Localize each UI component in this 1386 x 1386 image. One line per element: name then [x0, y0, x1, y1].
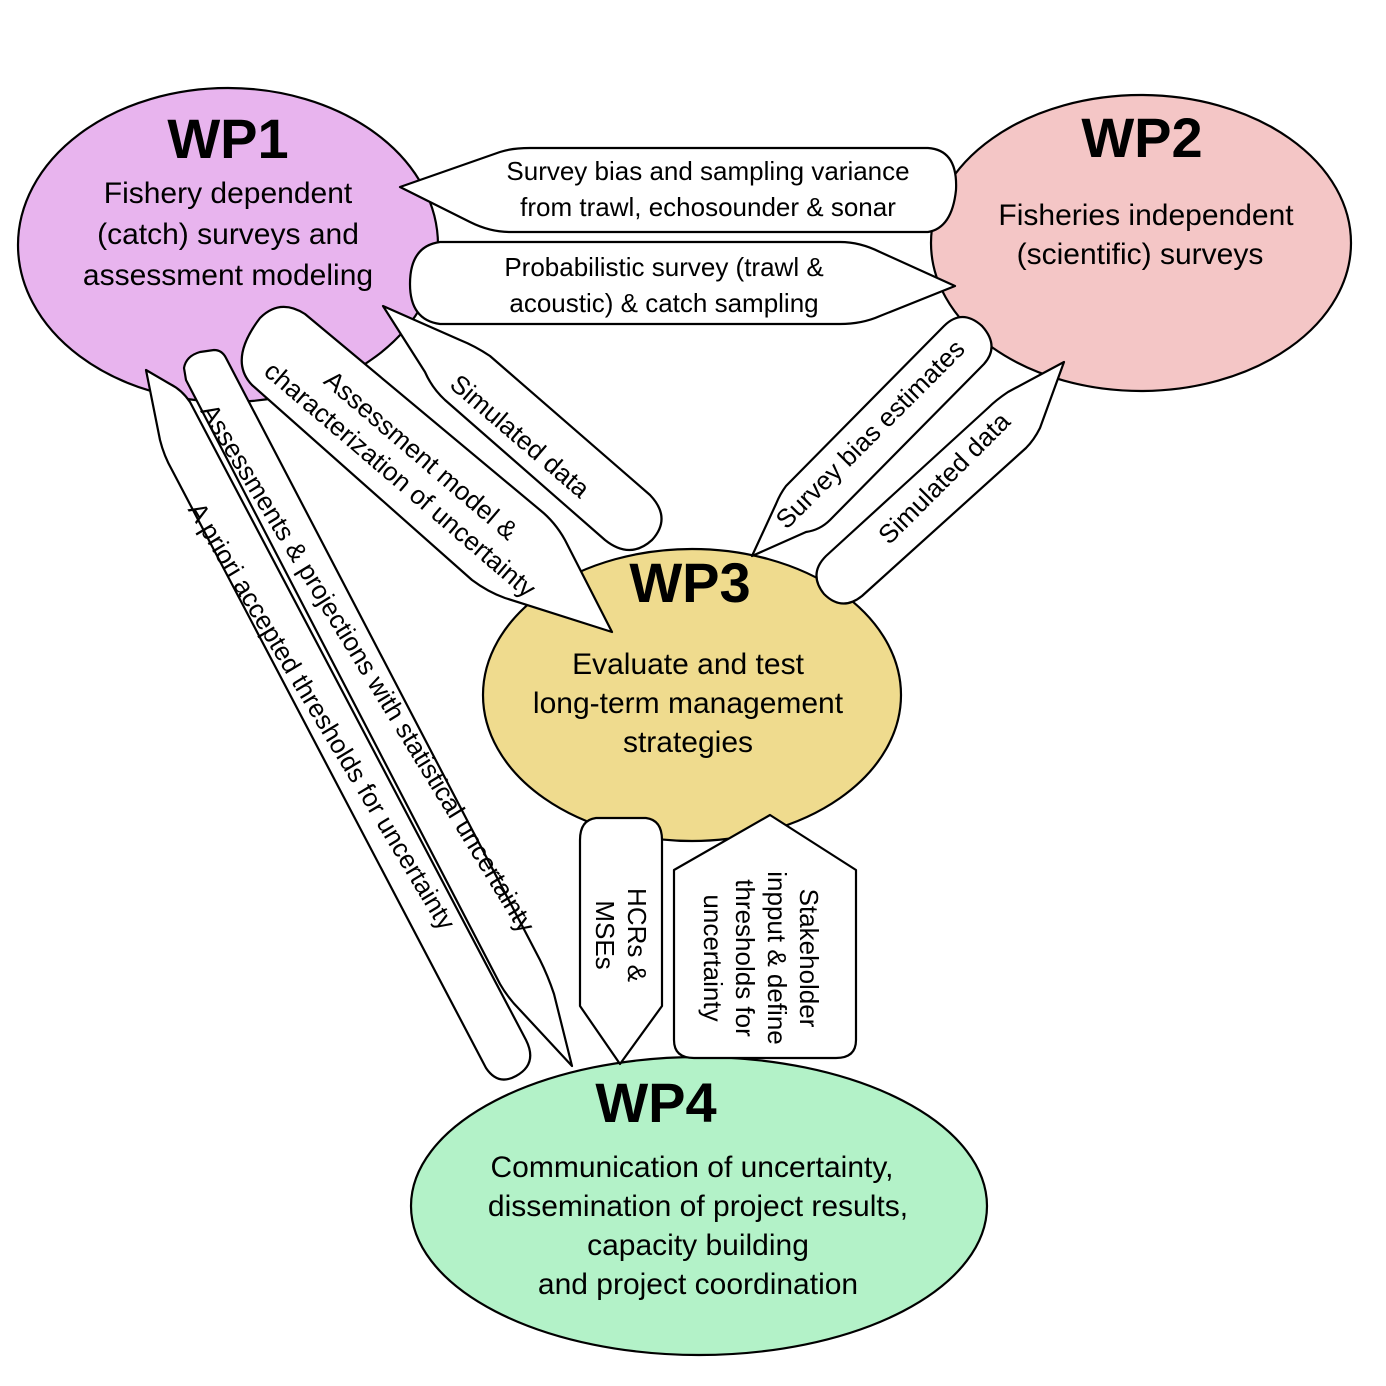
wp2-desc-line: (scientific) surveys: [1017, 238, 1264, 271]
arrow-shape: [672, 813, 858, 1060]
wp1-title: WP1: [167, 107, 288, 170]
wp3-desc-line: Evaluate and test: [572, 648, 804, 681]
flow-label: uncertainty: [698, 894, 728, 1021]
wp4-title: WP4: [595, 1071, 716, 1134]
arrow-shape: [381, 304, 663, 552]
wp2-ellipse: [929, 93, 1353, 393]
flow-label: Survey bias and sampling variance: [506, 156, 909, 186]
wp3-node: WP3 Evaluate and test long-term manageme…: [533, 551, 844, 759]
arrow-shape-left: [398, 146, 958, 234]
wp4-desc-line: Communication of uncertainty,: [491, 1151, 894, 1184]
wp3-title: WP3: [629, 551, 750, 614]
arrow-shape: [144, 368, 532, 1081]
arrow-shape: [240, 305, 614, 634]
flow-label: Stakeholder: [794, 889, 824, 1028]
wp4-desc-line: capacity building: [587, 1229, 809, 1262]
flow-wp4-to-wp3-stakeholder: Stakeholder inpput & define thresholds f…: [672, 813, 858, 1060]
wp1-desc-line: assessment modeling: [83, 259, 373, 292]
arrow-shape: [815, 360, 1066, 605]
flow-label: Probabilistic survey (trawl &: [504, 252, 823, 282]
flow-label: inpput & define: [762, 871, 792, 1044]
wp4-node: WP4 Communication of uncertainty, dissem…: [488, 1071, 908, 1301]
wp2-title: WP2: [1081, 106, 1202, 169]
wp2-desc-line: Fisheries independent: [998, 199, 1294, 232]
flow-label: from trawl, echosounder & sonar: [520, 192, 896, 222]
flow-label: MSEs: [590, 900, 620, 969]
wp2-node: WP2 Fisheries independent (scientific) s…: [998, 106, 1294, 271]
arrow-shape: [578, 816, 664, 1066]
flow-wp3-to-wp4-hcr: HCRs & MSEs: [578, 816, 664, 1066]
flow-label: HCRs &: [622, 888, 652, 982]
flow-label: acoustic) & catch sampling: [509, 288, 818, 318]
flow-label: thresholds for: [730, 879, 760, 1037]
wp3-desc-line: strategies: [623, 726, 753, 759]
wp4-desc-line: dissemination of project results,: [488, 1190, 908, 1223]
wp4-desc-line: and project coordination: [538, 1268, 858, 1301]
wp1-desc-line: Fishery dependent: [104, 177, 353, 210]
arrow-shape-right: [408, 240, 957, 326]
flow-wp1-to-wp2: Probabilistic survey (trawl & acoustic) …: [408, 240, 957, 326]
wp1-desc-line: (catch) surveys and: [97, 218, 359, 251]
wp1-node: WP1 Fishery dependent (catch) surveys an…: [83, 107, 373, 292]
arrow-shape: [182, 348, 574, 1068]
flow-wp2-to-wp1: Survey bias and sampling variance from t…: [398, 146, 958, 234]
wp3-desc-line: long-term management: [533, 687, 844, 720]
arrow-shape: [750, 315, 993, 558]
